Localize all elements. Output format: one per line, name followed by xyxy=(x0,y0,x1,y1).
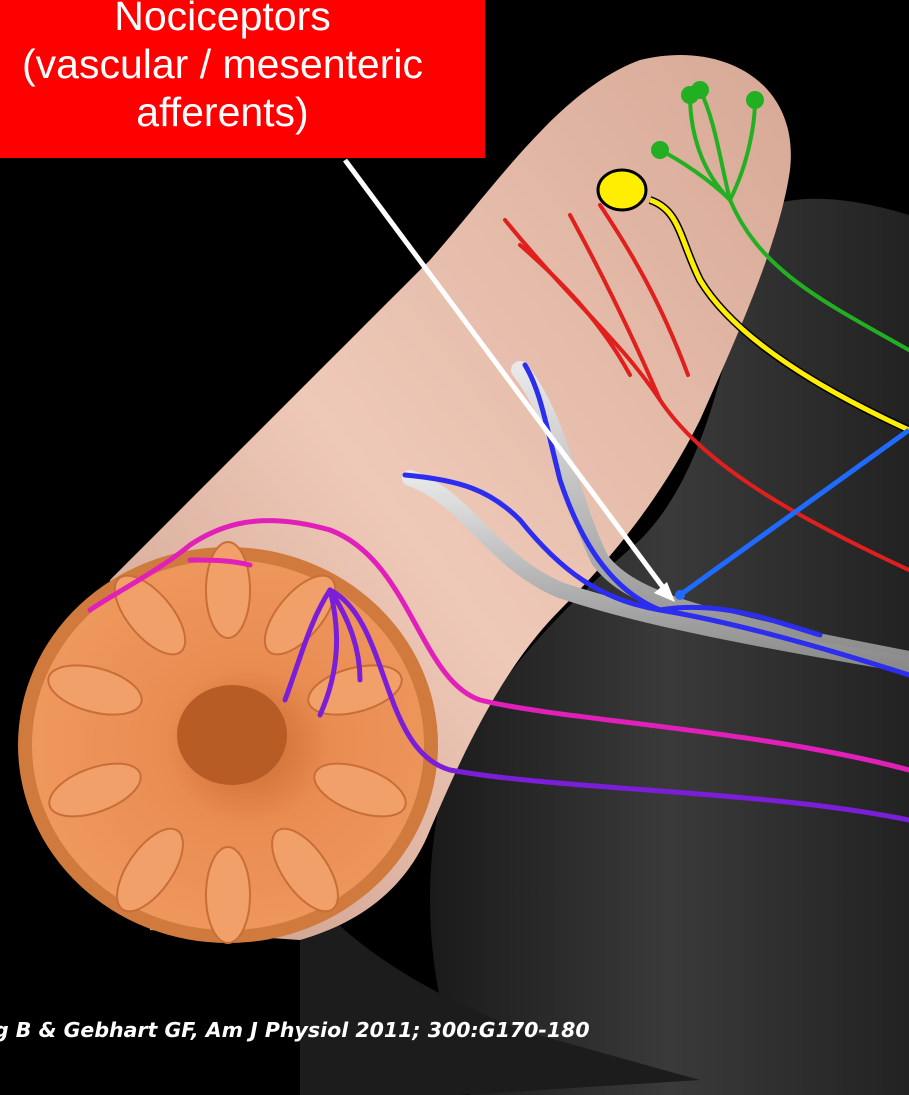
yellow-terminal xyxy=(598,170,646,210)
label-line-2: (vascular / mesenteric xyxy=(0,40,485,88)
citation: g B & Gebhart GF, Am J Physiol 2011; 300… xyxy=(0,1018,590,1042)
label-line-3: afferents) xyxy=(0,88,485,136)
nociceptors-label: Nociceptors (vascular / mesenteric affer… xyxy=(0,0,485,158)
label-line-1: Nociceptors xyxy=(0,0,485,40)
